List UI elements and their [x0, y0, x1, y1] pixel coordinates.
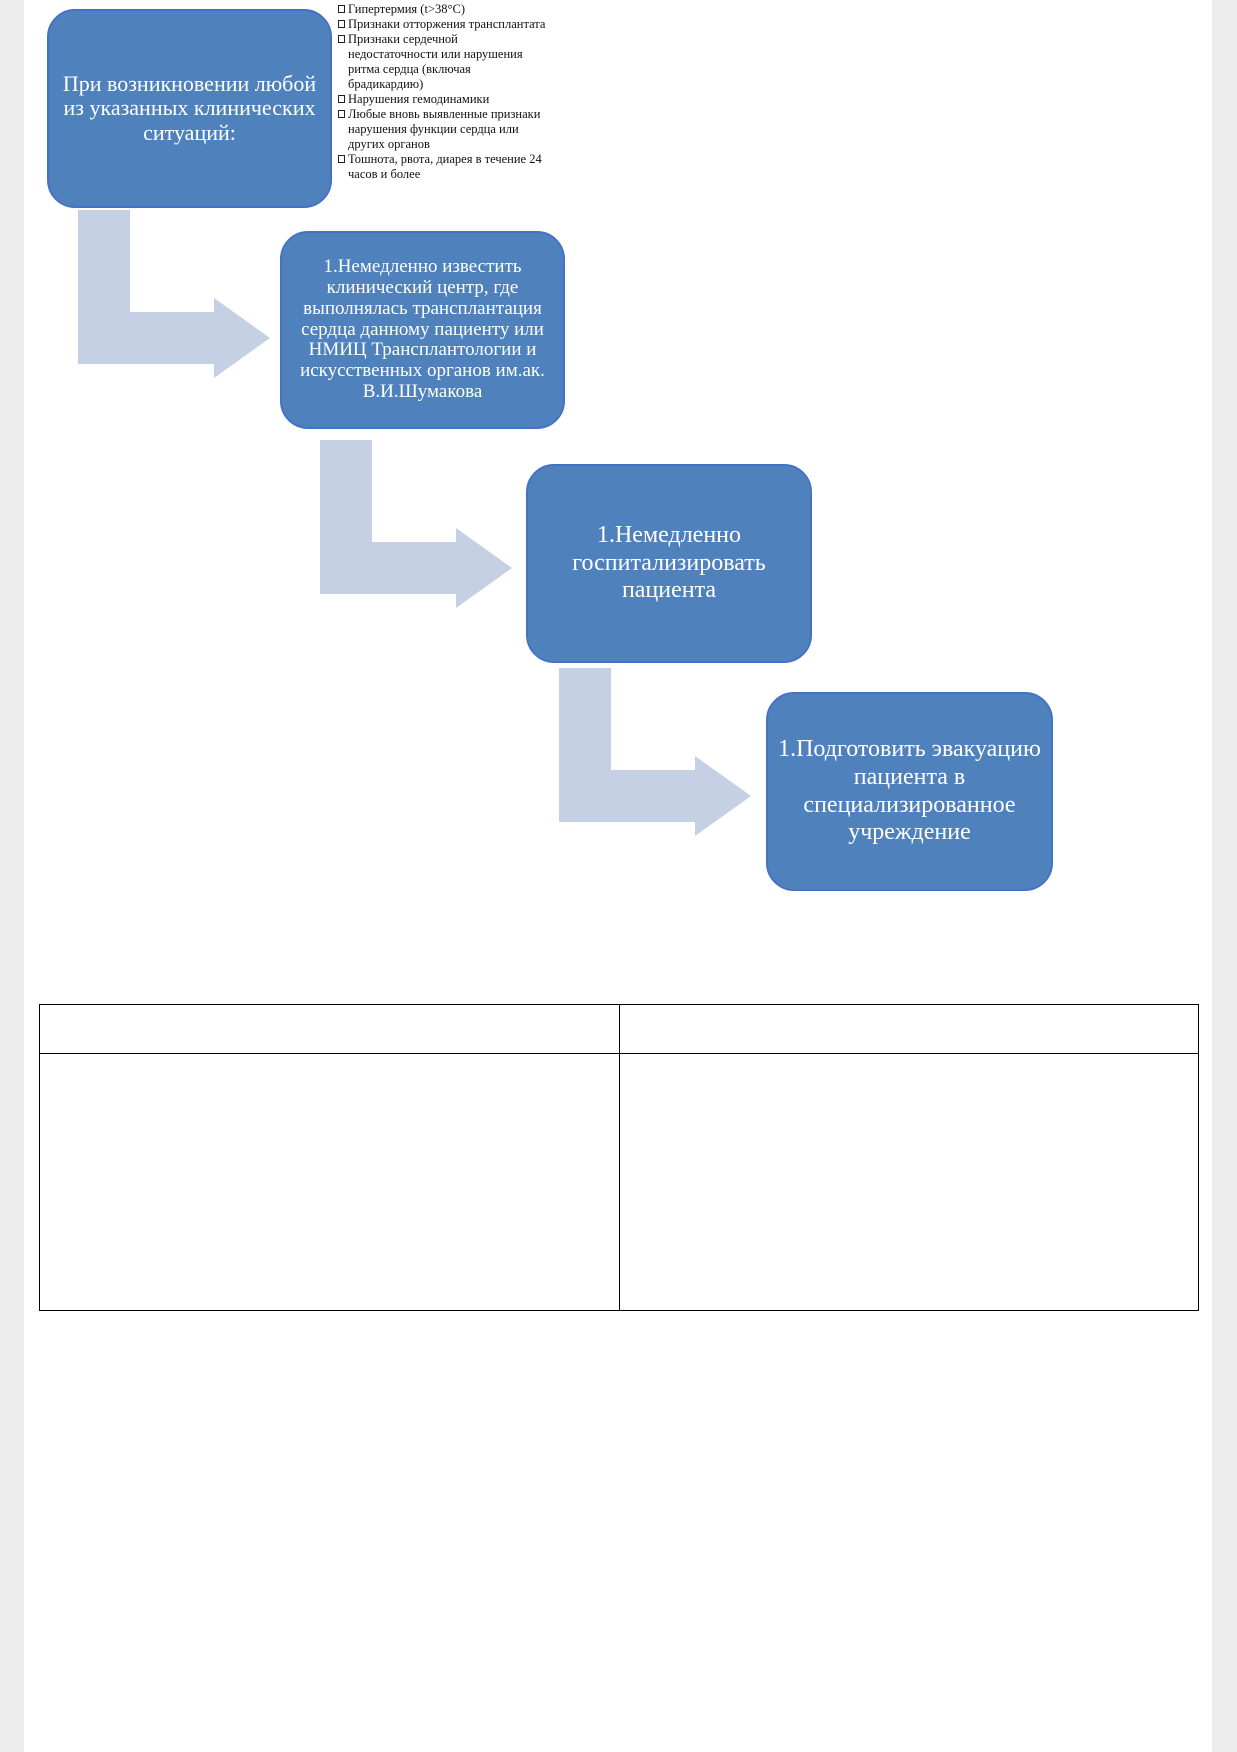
notify-center-text: 1.Немедленно известить клинический центр…	[300, 255, 545, 403]
table-cell	[618, 1004, 1199, 1054]
notify-center-box: 1.Немедленно известить клинический центр…	[280, 231, 565, 429]
hospitalize-text: 1.Немедленно госпитализировать пациента	[572, 521, 766, 604]
condition-item: Признаки сердечной недостаточности или н…	[338, 32, 548, 92]
condition-item: Любые вновь выявленные признаки нарушени…	[338, 107, 548, 152]
checkbox-bullet-icon	[338, 155, 345, 163]
bent-arrow-1	[78, 210, 270, 378]
evacuation-box: 1.Подготовить эвакуацию пациента в специ…	[766, 692, 1053, 891]
condition-item: Гипертермия (t>38°C)	[338, 2, 548, 17]
bent-arrow-2	[320, 440, 512, 608]
table-cell	[39, 1053, 620, 1311]
condition-item: Нарушения гемодинамики	[338, 92, 548, 107]
table-cell	[39, 1004, 620, 1054]
checkbox-bullet-icon	[338, 5, 345, 13]
hospitalize-box: 1.Немедленно госпитализировать пациента	[526, 464, 812, 663]
table-cell	[618, 1053, 1199, 1311]
bent-arrow-3	[559, 668, 751, 836]
empty-table	[39, 1004, 1199, 1311]
table-row	[39, 1004, 1199, 1054]
conditions-list: Гипертермия (t>38°C) Признаки отторжения…	[338, 2, 548, 182]
checkbox-bullet-icon	[338, 35, 345, 43]
checkbox-bullet-icon	[338, 110, 345, 118]
checkbox-bullet-icon	[338, 20, 345, 28]
evacuation-text: 1.Подготовить эвакуацию пациента в специ…	[778, 735, 1041, 846]
start-condition-box: При возникновении любой из указанных кли…	[47, 9, 332, 208]
table-row	[39, 1053, 1199, 1311]
start-condition-text: При возникновении любой из указанных кли…	[62, 71, 317, 145]
condition-item: Тошнота, рвота, диарея в течение 24 часо…	[338, 152, 548, 182]
condition-item: Признаки отторжения трансплантата	[338, 17, 548, 32]
checkbox-bullet-icon	[338, 95, 345, 103]
